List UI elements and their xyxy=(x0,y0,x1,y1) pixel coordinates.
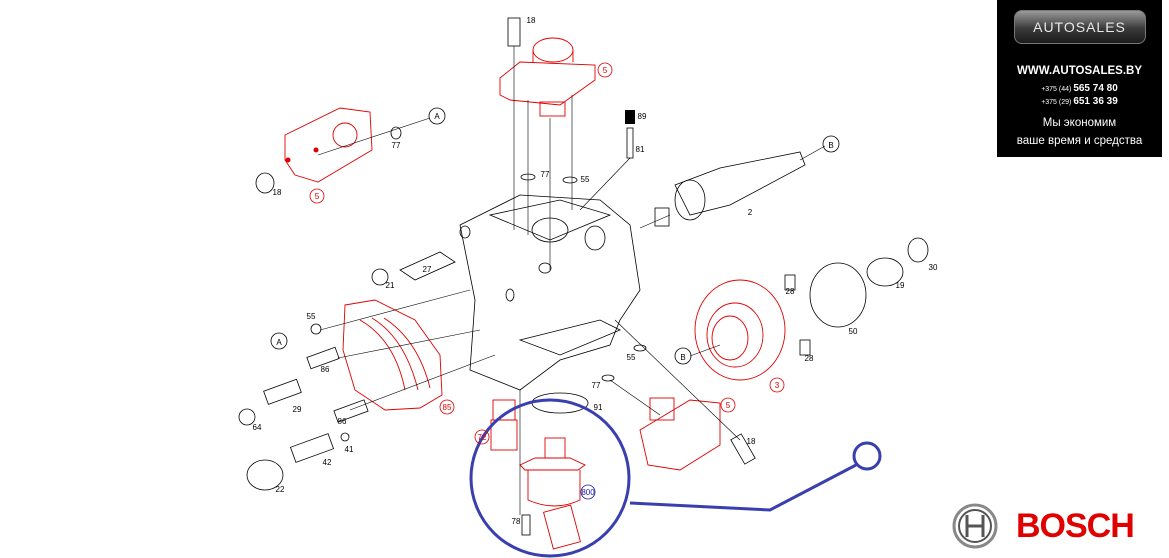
label-B: B xyxy=(680,353,685,362)
label-B: B xyxy=(828,141,833,150)
label-5: 5 xyxy=(726,401,731,410)
pump-housing xyxy=(459,194,641,391)
black-parts xyxy=(238,17,929,536)
label-3: 3 xyxy=(775,381,780,390)
autosales-logo: AUTOSALES xyxy=(1013,10,1146,44)
label-50: 50 xyxy=(849,327,858,336)
label-A: A xyxy=(434,112,440,121)
label-27: 27 xyxy=(423,265,432,274)
part-labels: 18 5 A 77 18 5 89 81 77 55 B 2 27 21 55 … xyxy=(253,16,938,526)
label-5: 5 xyxy=(315,192,320,201)
label-18: 18 xyxy=(747,437,756,446)
part-72 xyxy=(490,399,518,451)
label-30: 30 xyxy=(929,263,938,272)
phone-prefix: +375 (44) xyxy=(1041,86,1072,93)
ad-phone-2: +375 (29) 651 36 39 xyxy=(997,96,1162,109)
label-28: 28 xyxy=(805,354,814,363)
label-21: 21 xyxy=(386,281,395,290)
label-89: 89 xyxy=(638,112,647,121)
callout-highlight xyxy=(469,398,882,558)
label-22: 22 xyxy=(276,485,285,494)
part-5-left xyxy=(284,107,373,183)
part-3 xyxy=(694,279,786,381)
label-55: 55 xyxy=(581,175,590,184)
label-77: 77 xyxy=(392,141,401,150)
label-41: 41 xyxy=(345,445,354,454)
ad-phone-1: +375 (44) 565 74 80 xyxy=(997,83,1162,96)
part-5-top xyxy=(499,37,596,117)
label-2: 2 xyxy=(748,208,753,217)
bosch-armature-icon xyxy=(952,503,998,549)
autosales-advertisement[interactable]: AUTOSALES WWW.AUTOSALES.BY +375 (44) 565… xyxy=(997,0,1162,157)
phone-prefix: +375 (29) xyxy=(1041,99,1072,106)
label-77: 77 xyxy=(592,381,601,390)
label-91: 91 xyxy=(594,403,603,412)
ad-slogan-1: Мы экономим xyxy=(1042,117,1117,129)
label-A: A xyxy=(276,338,282,347)
label-85: 85 xyxy=(443,403,452,412)
part-5-right xyxy=(639,397,721,471)
phone-number: 651 36 39 xyxy=(1073,96,1118,107)
label-86: 86 xyxy=(321,365,330,374)
label-18: 18 xyxy=(527,16,536,25)
label-42: 42 xyxy=(323,458,332,467)
part-800-metering-valve xyxy=(519,437,586,550)
label-28: 28 xyxy=(786,287,795,296)
label-55: 55 xyxy=(307,312,316,321)
ad-slogan-2: ваше время и средства xyxy=(1016,135,1143,147)
label-55: 55 xyxy=(627,353,636,362)
label-800: 800 xyxy=(581,488,595,497)
bosch-logo: BOSCH xyxy=(952,503,1135,549)
label-86: 86 xyxy=(338,417,347,426)
ad-url[interactable]: WWW.AUTOSALES.BY xyxy=(1016,65,1142,77)
label-29: 29 xyxy=(293,405,302,414)
label-64: 64 xyxy=(253,423,262,432)
phone-number: 565 74 80 xyxy=(1073,83,1118,94)
part-85 xyxy=(342,299,443,411)
label-72: 72 xyxy=(478,433,487,442)
label-77: 77 xyxy=(541,170,550,179)
label-78: 78 xyxy=(512,517,521,526)
bosch-wordmark: BOSCH xyxy=(1016,506,1135,545)
label-19: 19 xyxy=(896,281,905,290)
leader-lines xyxy=(317,46,826,515)
label-81: 81 xyxy=(636,145,645,154)
label-5: 5 xyxy=(603,66,608,75)
label-18: 18 xyxy=(273,188,282,197)
